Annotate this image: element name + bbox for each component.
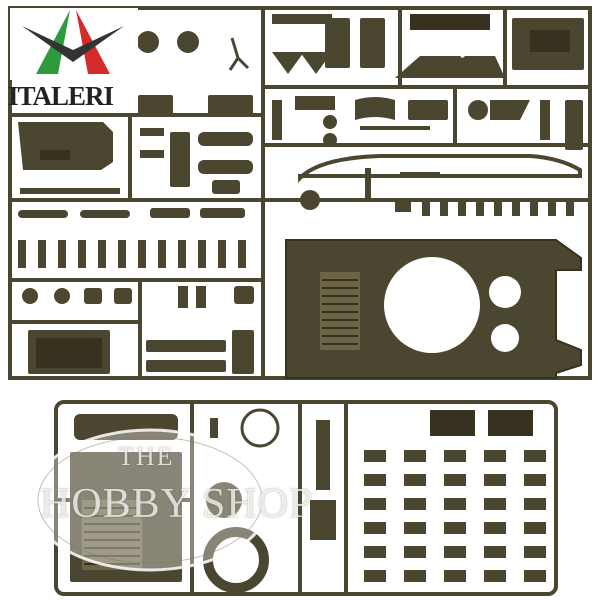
watermark-line2: HOBBY SHOP — [40, 481, 314, 527]
italeri-logo-emblem — [10, 8, 138, 80]
left-part-rows — [18, 208, 254, 374]
track-link-grid — [364, 450, 546, 582]
watermark-line1: THE — [118, 442, 175, 471]
watermark-seal — [28, 428, 272, 572]
italeri-logo-text: ITALERI — [8, 81, 114, 111]
hull-part — [285, 239, 582, 379]
upper-left-parts — [18, 31, 253, 194]
upper-right-parts — [272, 14, 584, 216]
